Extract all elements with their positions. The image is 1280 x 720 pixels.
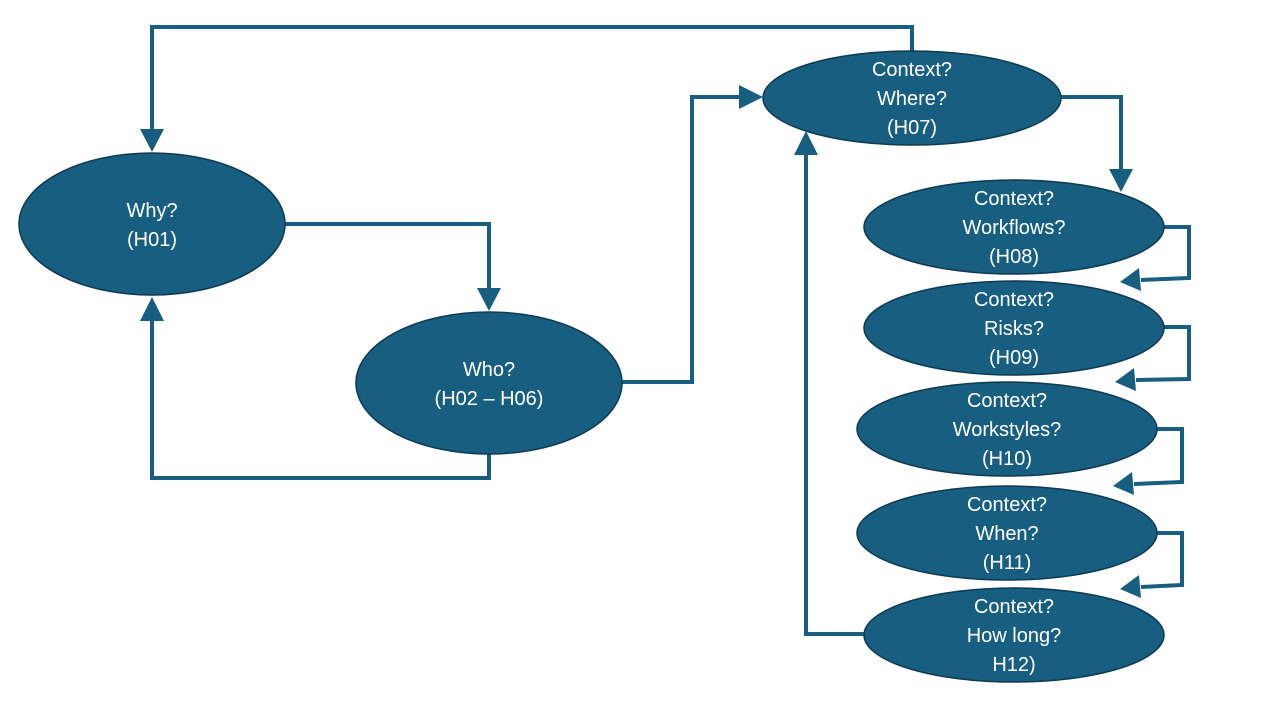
node-h09[interactable]: Context? Risks? (H09) <box>863 280 1165 376</box>
node-h10-line-2: Workstyles? <box>953 419 1062 441</box>
node-who[interactable]: Who? (H02 – H06) <box>355 311 623 455</box>
node-h10-line-3: (H10) <box>982 448 1032 470</box>
edge-h10-to-h11 <box>1133 427 1184 486</box>
nodes: Why? (H01) Who? (H02 – H06) Context? Whe… <box>18 50 1165 683</box>
node-h08-line-1: Context? <box>974 188 1054 210</box>
node-h11-line-3: (H11) <box>983 552 1032 574</box>
edge-h07-to-why <box>150 25 914 132</box>
node-h11-line-2: When? <box>975 523 1038 545</box>
node-who-line-2: (H02 – H06) <box>435 388 544 410</box>
connectors <box>140 25 1191 636</box>
edge-why-to-who <box>285 222 491 292</box>
node-why-line-2: (H01) <box>127 229 177 251</box>
node-h09-line-3: (H09) <box>989 347 1039 369</box>
edge-who-to-h07 <box>621 95 742 384</box>
arrowhead-who-to-h07 <box>739 85 763 109</box>
node-h11-line-1: Context? <box>967 494 1047 516</box>
node-h08[interactable]: Context? Workflows? (H08) <box>863 179 1165 275</box>
arrowhead-h10-to-h11 <box>1113 472 1134 495</box>
edge-who-to-why <box>150 318 491 480</box>
arrowhead-h12-to-h07 <box>794 131 818 155</box>
node-h07-line-3: (H07) <box>887 117 937 139</box>
arrowhead-h07-to-why <box>140 129 164 152</box>
node-h09-line-1: Context? <box>974 289 1054 311</box>
node-why-line-1: Why? <box>126 200 177 222</box>
arrowhead-h11-to-h12 <box>1120 575 1141 598</box>
node-h07-line-2: Where? <box>877 88 947 110</box>
node-h09-line-2: Risks? <box>984 318 1044 340</box>
arrowhead-h08-to-h09 <box>1120 268 1141 291</box>
node-h12-line-1: Context? <box>974 596 1054 618</box>
edge-h12-to-h07 <box>804 152 865 636</box>
edge-h09-to-h10 <box>1135 325 1191 382</box>
node-h07[interactable]: Context? Where? (H07) <box>762 50 1062 146</box>
node-h12-line-2: How long? <box>967 625 1062 647</box>
node-why[interactable]: Why? (H01) <box>18 152 286 296</box>
node-who-line-1: Who? <box>463 359 515 381</box>
node-h12-line-3: H12) <box>992 654 1035 676</box>
arrowhead-who-to-why <box>140 297 164 321</box>
node-h11[interactable]: Context? When? (H11) <box>856 485 1158 581</box>
arrowhead-h07-to-h08 <box>1109 169 1133 192</box>
node-h08-line-2: Workflows? <box>963 217 1066 239</box>
arrowhead-why-to-who <box>477 288 501 311</box>
arrowhead-h09-to-h10 <box>1115 368 1136 391</box>
edge-h11-to-h12 <box>1140 531 1184 589</box>
node-h10[interactable]: Context? Workstyles? (H10) <box>856 381 1158 477</box>
node-h07-line-1: Context? <box>872 59 952 81</box>
node-h10-line-1: Context? <box>967 390 1047 412</box>
edge-h08-to-h09 <box>1140 225 1191 282</box>
node-h08-line-3: (H08) <box>989 246 1039 268</box>
node-h12[interactable]: Context? How long? H12) <box>863 587 1165 683</box>
edge-h07-to-h08 <box>1060 95 1123 172</box>
